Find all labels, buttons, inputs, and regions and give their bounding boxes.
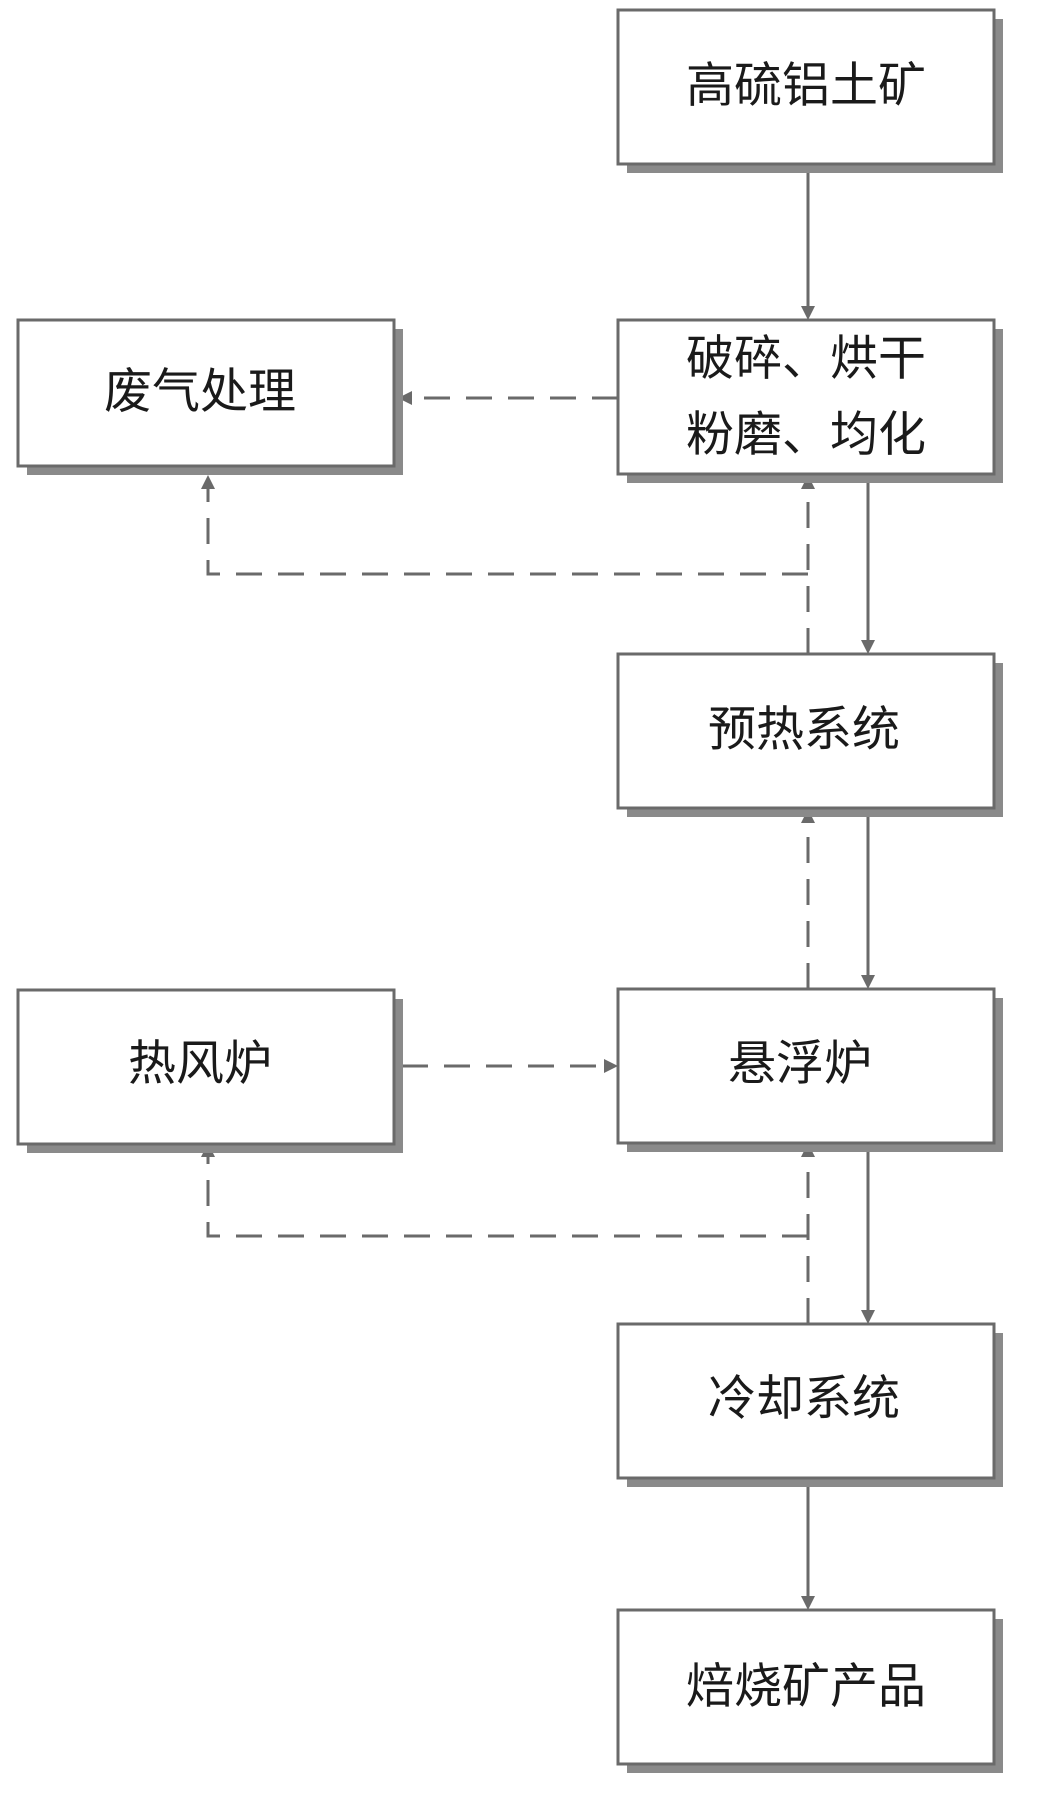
node-suspension-label: 悬浮炉	[728, 1036, 872, 1092]
edge-cooling-to-hot-air	[208, 1156, 808, 1236]
node-ore: 高硫铝土矿	[618, 10, 1003, 173]
arrowhead-preheat-to-suspension	[861, 975, 875, 989]
node-preheat-label: 预热系统	[708, 702, 900, 758]
node-hot-air-label: 热风炉	[128, 1036, 272, 1092]
node-product: 焙烧矿产品	[618, 1610, 1003, 1773]
arrowhead-preheat-to-waste-gas	[201, 475, 215, 489]
node-crush-label-line1: 破碎、烘干	[686, 331, 926, 387]
node-waste-gas: 废气处理	[18, 320, 403, 475]
node-cooling-label: 冷却系统	[708, 1371, 900, 1427]
node-crush: 破碎、烘干 粉磨、均化	[618, 320, 1003, 483]
node-waste-gas-label: 废气处理	[104, 364, 296, 420]
edge-preheat-to-waste-gas	[208, 488, 808, 574]
arrowhead-suspension-to-cooling	[861, 1310, 875, 1324]
arrowhead-cooling-to-product	[801, 1596, 815, 1610]
node-ore-label: 高硫铝土矿	[686, 58, 926, 114]
node-product-label: 焙烧矿产品	[686, 1659, 926, 1715]
arrowhead-crush-to-preheat	[861, 640, 875, 654]
arrowhead-hot-air-to-suspension	[604, 1059, 618, 1073]
node-crush-label-line2: 粉磨、均化	[686, 407, 926, 463]
arrowhead-ore-to-crush	[801, 306, 815, 320]
node-preheat: 预热系统	[618, 654, 1003, 817]
node-cooling: 冷却系统	[618, 1324, 1003, 1487]
node-hot-air: 热风炉	[18, 990, 403, 1153]
node-suspension: 悬浮炉	[618, 989, 1003, 1152]
